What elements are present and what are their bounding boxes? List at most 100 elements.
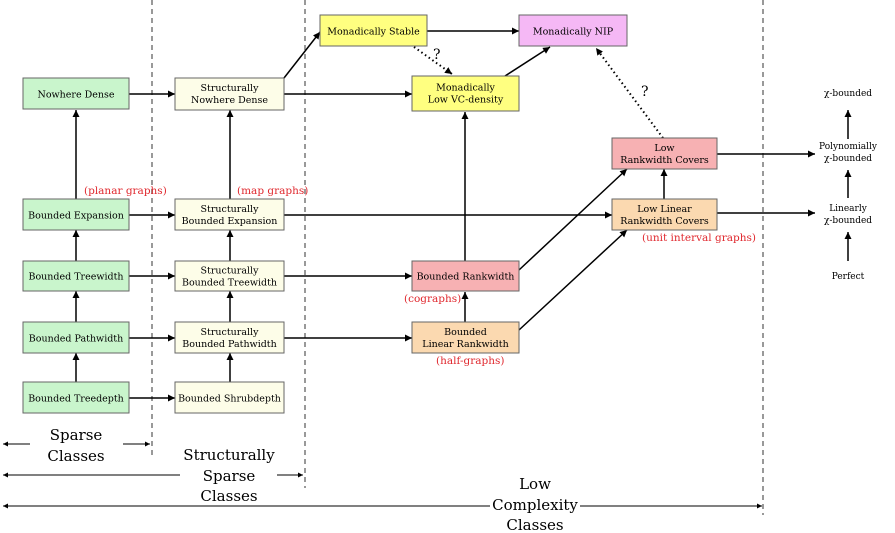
- node-monadically-stable: Monadically Stable: [319, 14, 428, 47]
- node-label-line1: Low: [654, 143, 674, 154]
- node-label: Monadically Stable: [327, 27, 420, 38]
- svg-text:Monadically NIP: Monadically NIP: [533, 27, 614, 38]
- node-label-line2: Bounded Treewidth: [182, 278, 277, 289]
- node-label-line1: Structurally: [201, 266, 260, 277]
- low-complexity-label-line2: Complexity: [492, 496, 578, 514]
- svg-text:Bounded Expansion: Bounded Expansion: [182, 216, 278, 227]
- svg-text:Linear Rankwidth: Linear Rankwidth: [422, 339, 508, 350]
- node-label: Bounded Rankwidth: [417, 272, 515, 283]
- svg-text:Bounded: Bounded: [444, 327, 487, 338]
- svg-text:Bounded Rankwidth: Bounded Rankwidth: [417, 272, 515, 283]
- svg-text:Structurally: Structurally: [201, 204, 260, 215]
- node-label-line2: Bounded Expansion: [182, 216, 278, 227]
- node-label-line1: Structurally: [201, 204, 260, 215]
- node-low-rankwidth-covers: Low Rankwidth Covers: [611, 137, 718, 170]
- node-label-line2: Low VC-density: [428, 95, 504, 106]
- svg-text:Nowhere Dense: Nowhere Dense: [191, 95, 268, 106]
- annotation-planar-graphs: (planar graphs): [84, 185, 167, 197]
- perfect-label: Perfect: [832, 272, 865, 282]
- edge-mlvc-mnip: [504, 46, 551, 77]
- svg-text:Bounded Treewidth: Bounded Treewidth: [28, 272, 123, 283]
- svg-text:Bounded Expansion: Bounded Expansion: [28, 211, 124, 222]
- node-monadically-low-vc-density: Monadically Low VC-density: [411, 75, 520, 112]
- svg-text:Structurally: Structurally: [201, 83, 260, 94]
- node-nowhere-dense: Nowhere Dense: [22, 77, 130, 110]
- svg-text:Bounded Treedepth: Bounded Treedepth: [28, 394, 124, 405]
- svg-text:Low Linear: Low Linear: [637, 204, 692, 215]
- node-low-linear-rankwidth-covers: Low Linear Rankwidth Covers: [611, 198, 718, 231]
- node-structurally-bounded-treewidth: Structurally Bounded Treewidth: [174, 260, 285, 292]
- annotation-unit-interval-graphs: (unit interval graphs): [642, 232, 756, 244]
- node-label: Bounded Expansion: [28, 211, 124, 222]
- edge-snd-ms: [283, 31, 321, 79]
- node-structurally-bounded-expansion: Structurally Bounded Expansion: [174, 198, 285, 231]
- edge-lrc-mnip-dotted: [595, 47, 664, 139]
- node-bounded-shrubdepth: Bounded Shrubdepth: [174, 381, 285, 414]
- node-label-line2: Rankwidth Covers: [620, 216, 709, 227]
- svg-text:Low VC-density: Low VC-density: [428, 95, 504, 106]
- node-structurally-nowhere-dense: Structurally Nowhere Dense: [174, 77, 285, 111]
- svg-text:Rankwidth Covers: Rankwidth Covers: [620, 155, 709, 166]
- svg-text:Monadically: Monadically: [436, 83, 495, 94]
- poly-chi-label-line2: χ-bounded: [824, 154, 872, 164]
- svg-text:Bounded Pathwidth: Bounded Pathwidth: [29, 334, 124, 345]
- node-structurally-bounded-pathwidth: Structurally Bounded Pathwidth: [174, 321, 285, 354]
- svg-text:Bounded Treewidth: Bounded Treewidth: [182, 278, 277, 289]
- node-label: Bounded Shrubdepth: [178, 394, 281, 405]
- structurally-sparse-label-line1: Structurally: [183, 446, 275, 464]
- low-complexity-label-line1: Low: [519, 475, 551, 493]
- annotation-cographs: (cographs): [404, 293, 461, 305]
- annotation-half-graphs: (half-graphs): [436, 355, 505, 367]
- node-label: Monadically NIP: [533, 27, 614, 38]
- structurally-sparse-label-line3: Classes: [200, 487, 257, 505]
- svg-text:Rankwidth Covers: Rankwidth Covers: [620, 216, 709, 227]
- low-complexity-label-line3: Classes: [506, 516, 563, 533]
- svg-text:Structurally: Structurally: [201, 266, 260, 277]
- edge-br-lrc: [518, 168, 628, 271]
- edges: [72, 27, 852, 402]
- node-bounded-expansion: Bounded Expansion: [22, 198, 130, 231]
- lin-chi-label-line1: Linearly: [829, 204, 868, 214]
- question-mark-stable: ?: [433, 47, 441, 63]
- node-bounded-pathwidth: Bounded Pathwidth: [22, 321, 130, 354]
- node-monadically-nip: Monadically NIP: [518, 14, 628, 47]
- svg-text:Nowhere Dense: Nowhere Dense: [38, 90, 115, 101]
- svg-text:Bounded Shrubdepth: Bounded Shrubdepth: [178, 394, 281, 405]
- node-label-line1: Structurally: [201, 83, 260, 94]
- edge-blr-llrc: [518, 229, 628, 331]
- node-label-line1: Bounded: [444, 327, 487, 338]
- node-label-line1: Low Linear: [637, 204, 692, 215]
- annotation-map-graphs: (map graphs): [237, 185, 308, 197]
- node-label-line2: Linear Rankwidth: [422, 339, 508, 350]
- sparse-label-line2: Classes: [47, 447, 104, 465]
- structurally-sparse-label-line2: Sparse: [203, 467, 256, 485]
- node-label-line1: Structurally: [201, 327, 260, 338]
- node-bounded-treedepth: Bounded Treedepth: [22, 381, 130, 414]
- sparse-label-line1: Sparse: [50, 426, 103, 444]
- node-bounded-treewidth: Bounded Treewidth: [22, 260, 130, 292]
- chi-bounded-label: χ-bounded: [824, 89, 872, 99]
- node-label-line1: Monadically: [436, 83, 495, 94]
- node-label-line2: Nowhere Dense: [191, 95, 268, 106]
- svg-text:Bounded Pathwidth: Bounded Pathwidth: [182, 339, 277, 350]
- node-label-line2: Bounded Pathwidth: [182, 339, 277, 350]
- sparse-classes-span: Sparse Classes: [3, 426, 150, 465]
- poly-chi-label-line1: Polynomially: [819, 142, 878, 152]
- svg-text:Structurally: Structurally: [201, 327, 260, 338]
- svg-text:Monadically Stable: Monadically Stable: [327, 27, 420, 38]
- node-label: Bounded Treedepth: [28, 394, 124, 405]
- edge-ms-mlvc-dotted: [413, 46, 453, 75]
- svg-text:Low: Low: [654, 143, 674, 154]
- node-label: Bounded Pathwidth: [29, 334, 124, 345]
- node-label: Bounded Treewidth: [28, 272, 123, 283]
- structurally-sparse-classes-span: Structurally Sparse Classes: [3, 446, 303, 505]
- node-label: Nowhere Dense: [38, 90, 115, 101]
- node-label-line2: Rankwidth Covers: [620, 155, 709, 166]
- low-complexity-classes-span: Low Complexity Classes: [3, 475, 762, 533]
- node-bounded-rankwidth: Bounded Rankwidth: [411, 260, 520, 292]
- question-mark-covers: ?: [641, 84, 649, 100]
- node-bounded-linear-rankwidth: Bounded Linear Rankwidth: [411, 321, 520, 354]
- lin-chi-label-line2: χ-bounded: [824, 216, 872, 226]
